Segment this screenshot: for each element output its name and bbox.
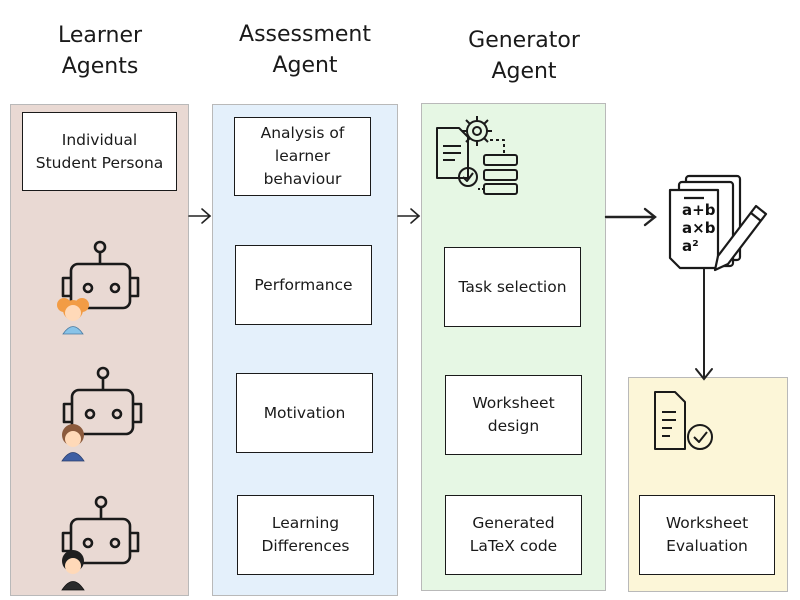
performance-box: Performance [235, 245, 372, 325]
task-selection-box: Task selection [444, 247, 581, 327]
gear-flowchart-icon [436, 116, 518, 195]
generator-agent-title: Generator Agent [468, 28, 580, 84]
evaluation-document-icon [654, 391, 713, 450]
worksheet-evaluation-box: Worksheet Evaluation [639, 495, 775, 575]
analysis-box: Analysis of learner behaviour [234, 117, 371, 196]
learner-agents-title: Learner Agents [57, 23, 143, 79]
assessment-agent-title: Assessment Agent [239, 22, 371, 78]
student-persona-box: Individual Student Persona [22, 112, 177, 191]
student-avatar-icon [61, 550, 85, 591]
latex-code-box: Generated LaTeX code [445, 495, 582, 575]
robot-agent-icon [61, 240, 140, 310]
robot-agent-icon [62, 366, 143, 436]
worksheet-design-box: Worksheet design [445, 375, 582, 455]
worksheet-pencil-icon: a+b a×b a² [668, 174, 768, 272]
worksheet-line-3: a² [682, 237, 699, 255]
worksheet-line-2: a×b [682, 219, 716, 237]
girl-avatar-icon [57, 298, 89, 335]
arrow-worksheet-to-evaluation-icon [695, 265, 713, 381]
arrow-assessment-to-generator-icon [397, 208, 421, 224]
arrow-generator-to-worksheet-icon [604, 207, 657, 227]
motivation-box: Motivation [236, 373, 373, 453]
boy-avatar-icon [61, 424, 85, 462]
robot-agent-icon [61, 495, 140, 565]
worksheet-line-1: a+b [682, 201, 716, 219]
learning-differences-box: Learning Differences [237, 495, 374, 575]
arrow-learner-to-assessment-icon [188, 208, 212, 224]
